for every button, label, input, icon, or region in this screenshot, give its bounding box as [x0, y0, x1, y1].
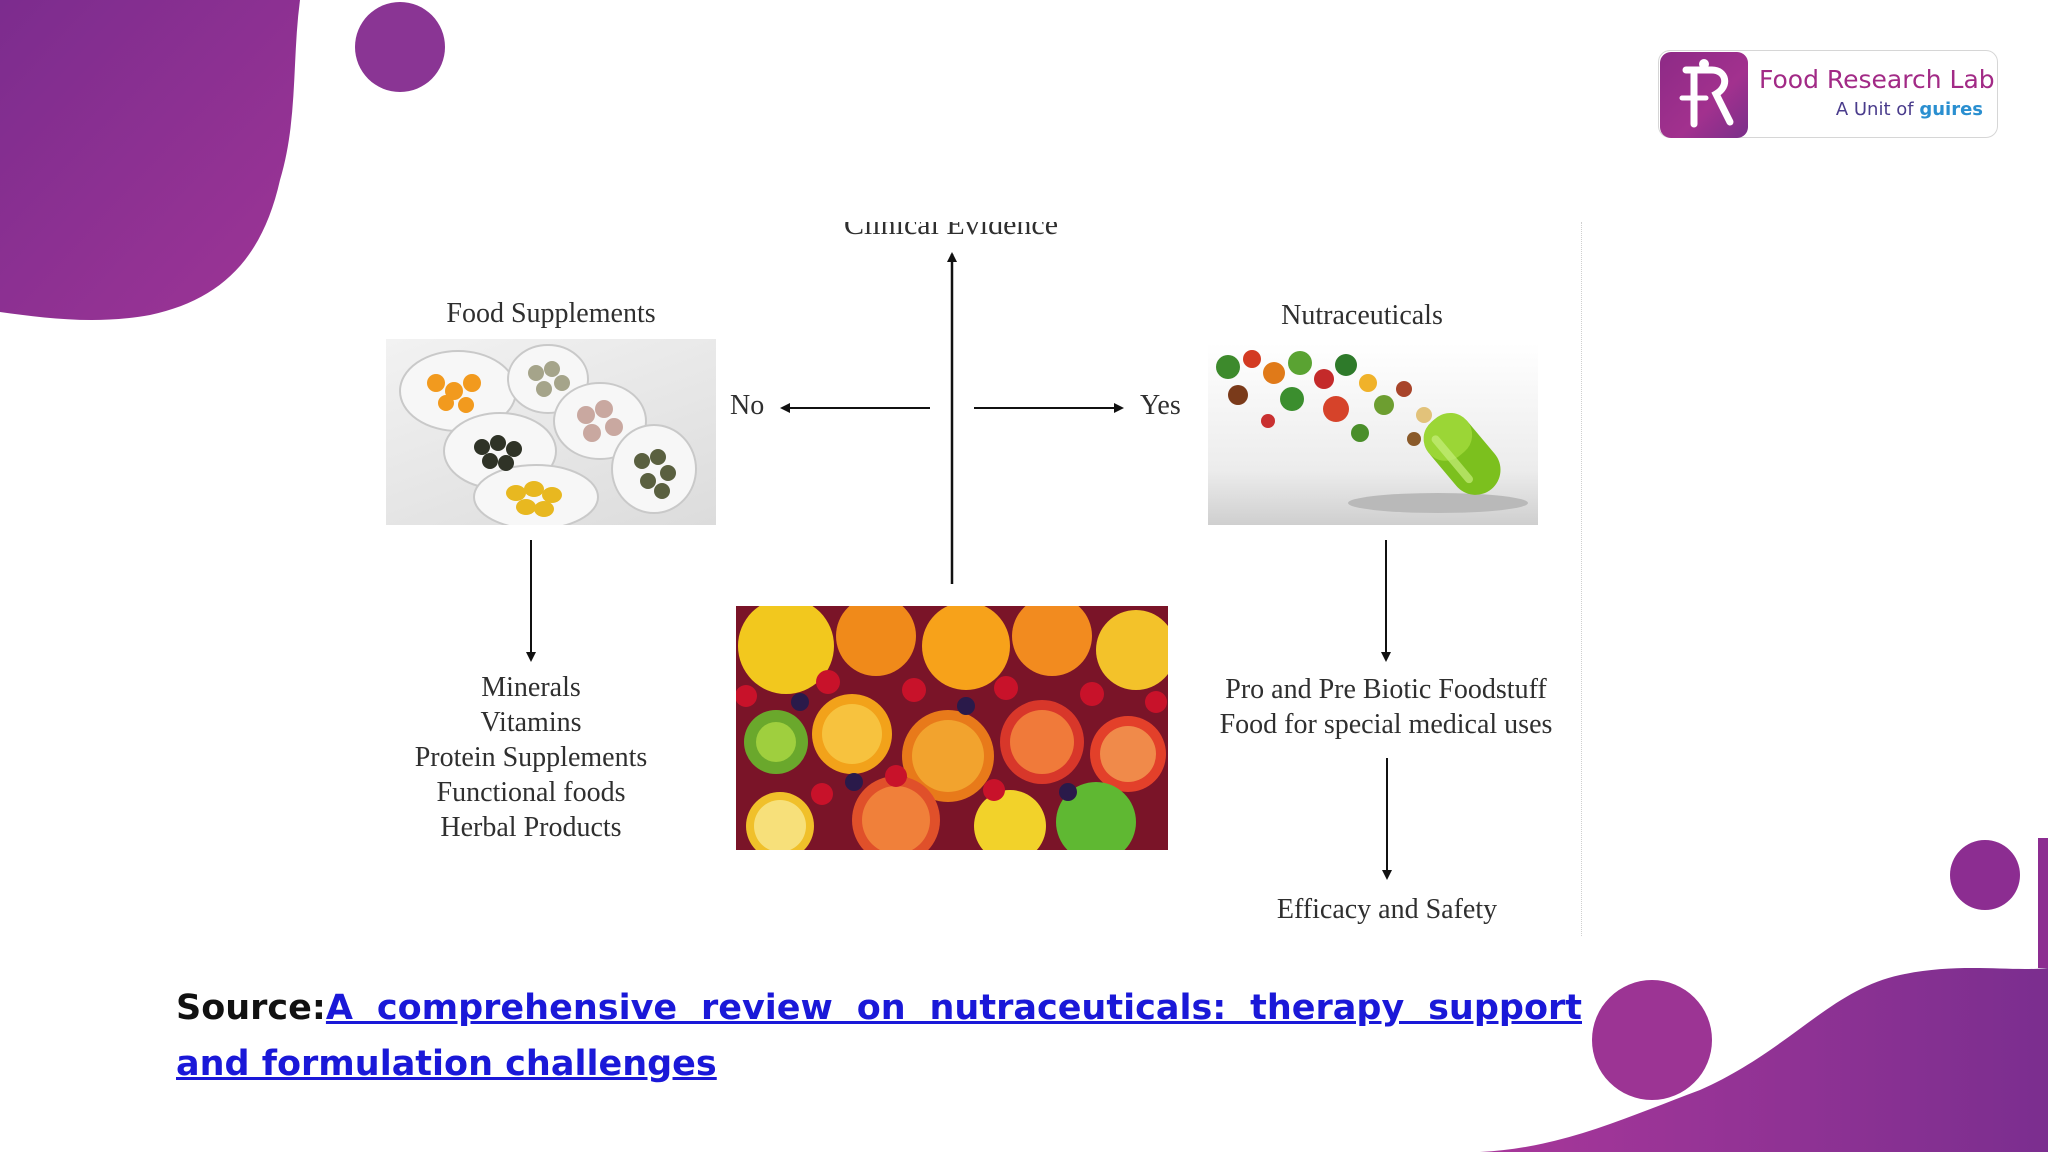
supplement-item: Minerals: [481, 672, 581, 703]
logo-emblem-icon: [1660, 52, 1748, 138]
right-edge-bar: [2038, 838, 2048, 968]
top-left-blob: [0, 0, 300, 321]
logo-tagline-prefix: A Unit of: [1835, 99, 1920, 120]
nutraceuticals-title: Nutraceuticals: [1281, 300, 1443, 331]
nutraceutical-item: Food for special medical uses: [1219, 709, 1553, 740]
food-supplements-title: Food Supplements: [446, 298, 656, 329]
supplement-list: Minerals Vitamins Protein Supplements Fu…: [415, 670, 648, 845]
food-research-lab-logo[interactable]: Food Research Lab A Unit of guires: [1658, 50, 1998, 138]
supplement-item: Herbal Products: [440, 812, 622, 843]
branch-no-label: No: [730, 390, 765, 421]
diagram-arrows: [526, 252, 1392, 880]
source-label: Source:: [176, 988, 326, 1028]
supplements-photo: [386, 339, 716, 525]
logo-tagline: A Unit of guires: [1836, 99, 1983, 120]
bottom-right-blob: [1480, 968, 2048, 1152]
nutraceutical-diagram: Clinical Evidence No Yes Food Supplement…: [360, 222, 1586, 936]
figure-right-border: [1581, 222, 1582, 936]
supplement-item: Functional foods: [436, 777, 626, 808]
supplement-item: Protein Supplements: [414, 742, 648, 773]
bottom-right-dot: [1592, 980, 1712, 1100]
logo-name: Food Research Lab: [1759, 65, 1995, 94]
nutraceuticals-photo: [1208, 343, 1538, 525]
fruits-photo: [736, 606, 1168, 850]
nutraceutical-list: Pro and Pre Biotic Foodstuff Food for sp…: [1220, 672, 1553, 742]
logo-brand: guires: [1919, 99, 1983, 120]
source-citation: Source:A comprehensive review on nutrace…: [176, 980, 1582, 1092]
clinical-evidence-label: Clinical Evidence: [843, 222, 1059, 241]
efficacy-safety-label: Efficacy and Safety: [1276, 894, 1498, 925]
nutraceutical-item: Pro and Pre Biotic Foodstuff: [1225, 674, 1547, 705]
source-link[interactable]: A comprehensive review on nutraceuticals…: [176, 988, 1582, 1084]
right-small-dot: [1950, 840, 2020, 910]
supplement-item: Vitamins: [480, 707, 582, 738]
top-left-dot: [355, 2, 445, 92]
branch-yes-label: Yes: [1140, 390, 1181, 421]
